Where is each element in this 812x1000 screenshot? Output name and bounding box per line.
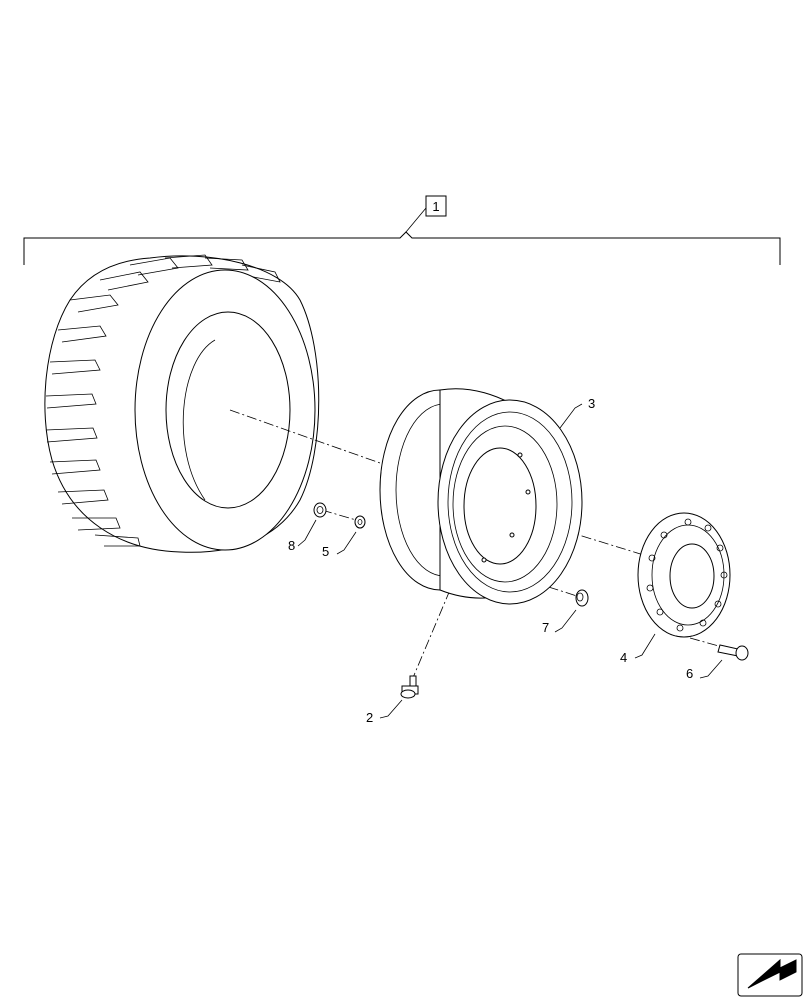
leader-2 [379, 699, 403, 719]
leader-7 [554, 609, 577, 633]
leader-5 [336, 531, 357, 555]
disc-nut [575, 589, 589, 607]
callout-1: 1 [432, 199, 439, 214]
callout-4: 4 [620, 650, 627, 665]
wheel-disc [637, 512, 731, 638]
leader-4 [634, 633, 656, 659]
rim-nut [313, 502, 327, 518]
callout-8: 8 [288, 538, 295, 553]
callout-5: 5 [322, 544, 329, 559]
callout-2: 2 [366, 710, 373, 725]
axis-line-valve [411, 589, 451, 681]
tire [44, 254, 320, 553]
rim [379, 388, 583, 605]
axis-line-washer [321, 509, 357, 521]
callout-3: 3 [588, 396, 595, 411]
axis-line-main [229, 409, 381, 464]
leader-3 [559, 403, 583, 429]
leader-6 [699, 659, 723, 679]
washer [354, 515, 366, 529]
assembly-bracket [23, 195, 781, 265]
arrow-nav-icon[interactable] [737, 953, 803, 997]
bolt [717, 644, 749, 661]
valve-stem [400, 675, 419, 699]
leader-8 [297, 519, 317, 547]
callout-6: 6 [686, 666, 693, 681]
callout-7: 7 [542, 620, 549, 635]
